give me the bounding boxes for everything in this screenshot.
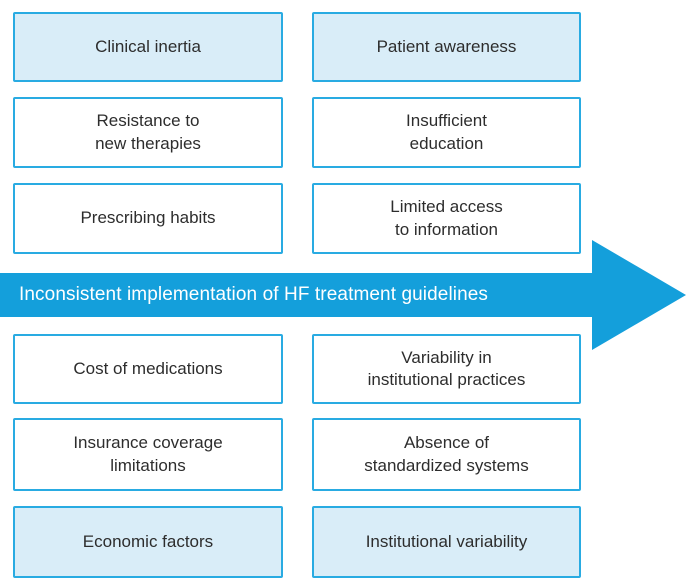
factor-box-resistance-new-therapies: Resistance to new therapies xyxy=(13,97,283,168)
factor-box-patient-awareness: Patient awareness xyxy=(312,12,581,82)
factor-box-insurance-coverage-limitations: Insurance coverage limitations xyxy=(13,418,283,491)
factor-box-cost-of-medications: Cost of medications xyxy=(13,334,283,404)
factor-box-absence-standardized-systems: Absence of standardized systems xyxy=(312,418,581,491)
factor-box-economic-factors: Economic factors xyxy=(13,506,283,578)
factor-box-prescribing-habits: Prescribing habits xyxy=(13,183,283,254)
factor-box-institutional-variability: Institutional variability xyxy=(312,506,581,578)
factor-box-clinical-inertia: Clinical inertia xyxy=(13,12,283,82)
banner-arrow-shape xyxy=(0,240,686,350)
factor-box-limited-access-information: Limited access to information xyxy=(312,183,581,254)
factor-box-insufficient-education: Insufficient education xyxy=(312,97,581,168)
guidelines-banner-label: Inconsistent implementation of HF treatm… xyxy=(19,284,489,305)
right-arrow-icon xyxy=(0,240,686,350)
factor-box-variability-institutional-practices: Variability in institutional practices xyxy=(312,334,581,404)
